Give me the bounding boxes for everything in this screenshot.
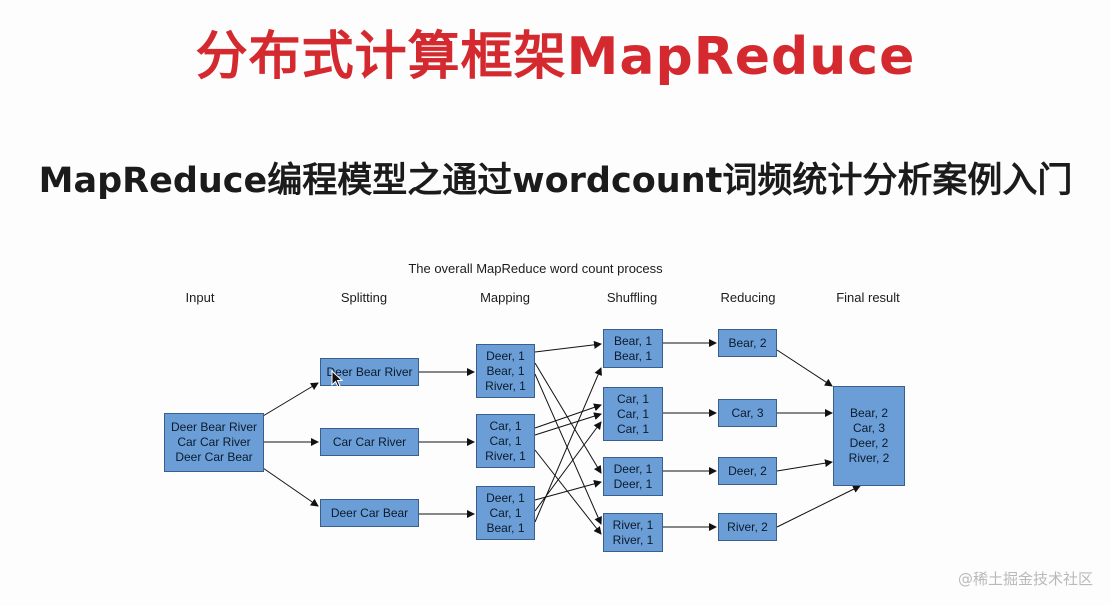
split-line: Deer Bear River: [326, 364, 413, 379]
stage-label-mapping: Mapping: [480, 290, 530, 305]
shuffle-box-deer: Deer, 1 Deer, 1: [603, 457, 663, 496]
split-box-3: Deer Car Bear: [320, 499, 419, 527]
map-pair: River, 1: [485, 378, 526, 393]
reduce-pair: Deer, 2: [728, 463, 767, 478]
watermark: @稀土掘金技术社区: [957, 570, 1093, 588]
input-line: Deer Car Bear: [175, 450, 253, 464]
reduce-box-deer: Deer, 2: [718, 457, 777, 485]
shuffle-pair: River, 1: [612, 532, 654, 547]
map-box-1: Deer, 1 Bear, 1 River, 1: [476, 344, 535, 398]
map-pair: Car, 1: [489, 433, 522, 448]
subtitle: MapReduce编程模型之通过wordcount词频统计分析案例入门: [38, 161, 1073, 201]
map-pair: Car, 1: [489, 418, 522, 433]
shuffle-pair: Deer, 1: [613, 461, 653, 476]
final-pair: Bear, 2: [849, 406, 889, 420]
arrow-input-to-split-3: [262, 467, 319, 507]
stage-label-splitting: Splitting: [340, 290, 388, 305]
split-line: Deer Car Bear: [330, 505, 409, 520]
final-pair: River, 2: [848, 451, 890, 465]
arrow-map1-to-river: [534, 373, 602, 525]
arrow-map1-to-bear: [534, 340, 602, 353]
reduce-box-car: Car, 3: [718, 399, 777, 427]
final-pair: Car, 3: [852, 421, 885, 435]
arrow-reduce-bear-to-final: [776, 349, 833, 387]
shuffle-box-car: Car, 1 Car, 1 Car, 1: [603, 387, 663, 441]
split-box-2: Car Car River: [320, 428, 419, 456]
map-pair: Car, 1: [489, 505, 522, 520]
map-pair: Bear, 1: [486, 520, 525, 535]
reduce-box-river: River, 2: [718, 513, 777, 541]
map-pair: River, 1: [485, 448, 526, 463]
map-pair: Deer, 1: [486, 348, 525, 363]
shuffle-pair: Bear, 1: [613, 348, 653, 363]
stage-label-final-result: Final result: [836, 290, 900, 305]
arrow-reduce-deer-to-final: [776, 459, 833, 472]
reduce-pair: River, 2: [727, 519, 768, 534]
map-box-3: Deer, 1 Car, 1 Bear, 1: [476, 486, 535, 540]
input-line: Deer Bear River: [170, 420, 258, 434]
arrow-reduce-river-to-final: [776, 485, 861, 528]
stage-label-reducing: Reducing: [720, 290, 776, 305]
stage-label-shuffling: Shuffling: [606, 290, 658, 305]
map-box-2: Car, 1 Car, 1 River, 1: [476, 414, 535, 468]
shuffle-pair: Car, 1: [616, 391, 649, 406]
arrow-map2-to-car-b: [534, 412, 602, 436]
arrow-map2-to-river: [534, 449, 602, 535]
diagram-title: The overall MapReduce word count process: [408, 261, 663, 276]
arrow-map1-to-deer: [534, 362, 602, 474]
reduce-pair: Bear, 2: [728, 335, 767, 350]
shuffle-pair: River, 1: [612, 517, 654, 532]
arrow-map2-to-car-a: [534, 403, 602, 429]
input-line: Car Car River: [177, 435, 251, 449]
shuffle-pair: Bear, 1: [613, 333, 653, 348]
arrow-map3-to-bear: [534, 367, 602, 523]
shuffle-pair: Car, 1: [616, 421, 649, 436]
map-pair: Bear, 1: [486, 363, 525, 378]
reduce-pair: Car, 3: [731, 405, 764, 420]
final-pair: Deer, 2: [849, 436, 889, 450]
split-line: Car Car River: [332, 434, 407, 449]
shuffle-pair: Deer, 1: [613, 476, 653, 491]
shuffle-box-bear: Bear, 1 Bear, 1: [603, 329, 663, 368]
mouse-cursor-icon: [331, 370, 344, 388]
reduce-box-bear: Bear, 2: [718, 329, 777, 357]
map-pair: Deer, 1: [486, 490, 525, 505]
arrow-input-to-split-1: [262, 382, 319, 417]
input-box: Deer Bear River Car Car River Deer Car B…: [164, 413, 264, 472]
main-title: 分布式计算框架MapReduce: [195, 27, 916, 87]
shuffle-pair: Car, 1: [616, 406, 649, 421]
final-result-box: Bear, 2 Car, 3 Deer, 2 River, 2: [833, 386, 905, 486]
stage-label-input: Input: [185, 290, 215, 305]
shuffle-box-river: River, 1 River, 1: [603, 513, 663, 552]
